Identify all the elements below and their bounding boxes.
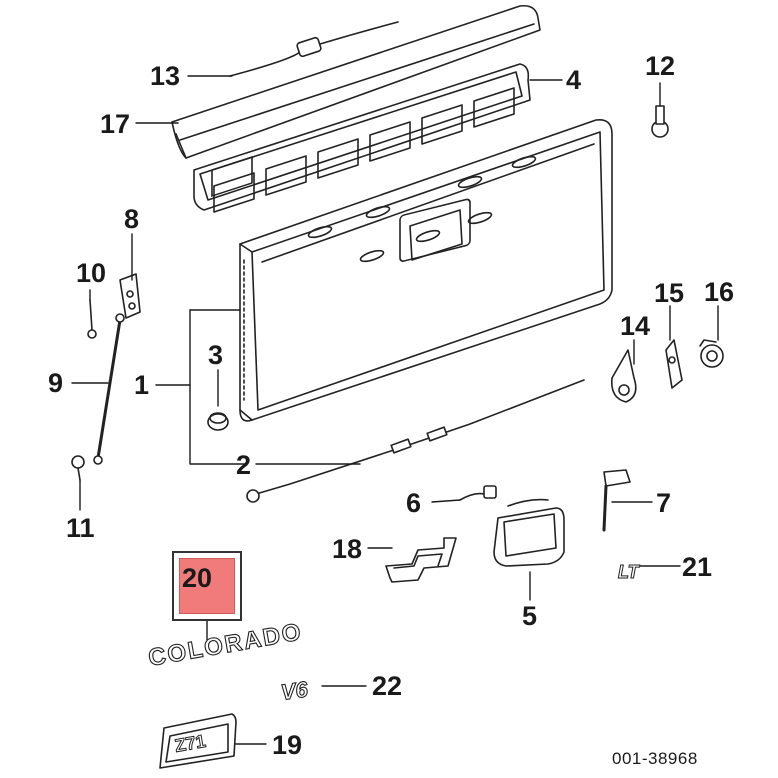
callout-20: 20	[182, 563, 213, 593]
seal-window	[473, 87, 515, 128]
latch-14-part	[610, 349, 637, 403]
striker-15-part	[665, 339, 683, 389]
callout-19: 19	[272, 730, 303, 760]
seal-window	[317, 138, 359, 179]
highlight-fill	[179, 558, 235, 614]
callout-15: 15	[654, 278, 685, 308]
callout-1: 1	[134, 370, 150, 400]
callout-17: 17	[100, 109, 131, 139]
bushing-16-part	[699, 339, 724, 368]
callout-22: 22	[372, 671, 403, 701]
shell-slot	[307, 225, 333, 239]
hinge-bracket-part	[119, 273, 141, 319]
tailgate-seal-panel-part	[193, 63, 531, 213]
bolt-12-part	[651, 105, 669, 138]
colorado-emblem-text: COLORADO	[146, 618, 304, 672]
shell-slot	[365, 205, 391, 219]
z71-emblem-part: Z71	[173, 730, 208, 756]
callout-14: 14	[620, 311, 651, 341]
z71-badge-part	[159, 713, 237, 769]
tailgate-cap-part	[171, 4, 541, 159]
callout-21: 21	[682, 552, 713, 582]
v6-emblem-text: V6	[279, 676, 310, 705]
latch-rod-part	[246, 379, 585, 503]
callout-4: 4	[566, 65, 582, 95]
callout-16: 16	[704, 277, 735, 307]
connector-7-part	[602, 469, 631, 532]
seal-window	[213, 172, 255, 213]
shell-slot	[467, 211, 493, 225]
shell-slot	[415, 229, 441, 243]
colorado-emblem-part: COLORADO	[146, 618, 305, 673]
callout-18: 18	[332, 534, 363, 564]
seal-window	[265, 155, 307, 196]
leader-lines	[71, 75, 719, 745]
callout-6: 6	[406, 488, 422, 518]
callout-7: 7	[656, 488, 672, 518]
tailgate-cable-part	[229, 21, 399, 77]
seal-window	[421, 104, 463, 145]
callout-3: 3	[208, 340, 224, 370]
callout-11: 11	[66, 513, 95, 543]
plug-part	[207, 412, 229, 431]
bowtie-emblem-part	[385, 537, 457, 583]
figure-code: 001-38968	[612, 749, 698, 768]
callout-13: 13	[150, 61, 181, 91]
bolt-11-part	[71, 455, 85, 481]
lt-emblem-text: LT	[618, 562, 641, 582]
screw-10-part	[87, 299, 97, 339]
handle-part	[493, 498, 565, 567]
shell-slot	[457, 175, 483, 189]
highlight-box	[172, 551, 242, 621]
seal-window	[369, 121, 411, 162]
callout-5: 5	[522, 601, 538, 631]
callout-2: 2	[236, 450, 252, 480]
support-strap-part	[93, 313, 125, 465]
callout-12: 12	[645, 51, 676, 81]
switch-6-part	[459, 485, 497, 501]
v6-emblem-part: V6	[279, 676, 311, 706]
z71-emblem-text: Z71	[173, 731, 207, 756]
shell-slot	[359, 249, 385, 263]
shell-slot	[511, 155, 537, 169]
tailgate-shell-part	[239, 118, 613, 422]
callout-9: 9	[48, 368, 64, 398]
callout-8: 8	[124, 204, 140, 234]
lt-emblem-part: LT	[618, 562, 642, 583]
callout-10: 10	[76, 258, 107, 288]
